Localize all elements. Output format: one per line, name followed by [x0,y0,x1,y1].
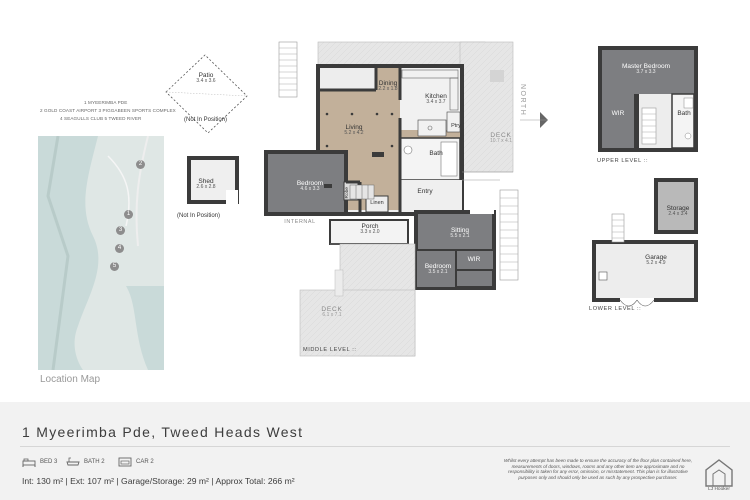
kitchen-name: Kitchen [425,93,447,100]
bedroom-mid-dim: 3.5 x 2.1 [428,269,448,276]
deck-lower-dim: 6.1 x 7.1 [322,312,342,319]
brand-name: LJ Hooker [708,487,730,492]
sitting-dim: 5.5 x 2.1 [450,233,470,240]
feature-car: CAR 2 [118,457,154,467]
label-wir-upper: WIR [611,110,625,117]
location-map-image [38,136,164,370]
shed [187,156,239,204]
upper-level-title: UPPER LEVEL :: [597,158,649,164]
deck-right-dim: 10.7 x 4.1 [490,138,512,145]
label-kitchen: Kitchen 3.4 x 3.7 [416,93,456,106]
map-pin-1[interactable]: 1 [124,210,133,219]
brand-logo-icon [705,459,733,487]
feature-bath: BATH 2 [66,457,105,467]
area-summary: Int: 130 m² | Ext: 107 m² | Garage/Stora… [22,476,295,486]
label-linen: Linen [370,200,384,206]
kitchen-dim: 3.4 x 3.7 [426,99,446,106]
upper-level-plan [598,46,698,152]
patio-dim: 3.4 x 3.6 [196,78,216,85]
label-deck-right: DECK 10.7 x 4.1 [486,132,516,145]
garage-name: Garage [645,254,667,261]
feature-car-label: CAR 2 [136,459,154,465]
location-map-title: Location Map [40,374,101,385]
label-porch: Porch 3.3 x 2.0 [352,223,388,236]
bath-icon [66,457,80,466]
bed-icon [22,458,36,467]
entry-zone [400,180,462,212]
label-bedroom-mid: Bedroom 3.5 x 2.1 [418,263,458,276]
label-wir-mid: WIR [467,256,481,263]
label-master: Master Bedroom 3.7 x 3.3 [616,63,676,76]
deck-right-name: DECK [490,132,512,139]
label-ptry: Ptry [451,123,461,129]
master-name: Master Bedroom [621,63,671,70]
north-arrow [520,112,548,128]
footer [0,402,750,500]
label-shed: Shed 2.6 x 2.8 [192,178,220,191]
feature-bath-label: BATH 2 [84,459,105,465]
garage-dim: 5.2 x 4.9 [646,260,666,267]
label-entry: Entry [417,188,433,195]
storage-name: Storage [666,205,690,212]
location-legend: 1 MYEERIMBA PDE 2 GOLD COAST AIRPORT 3 P… [40,100,190,121]
living-name: Living [345,124,363,131]
living-dim: 5.2 x 4.2 [344,130,364,137]
label-deck-lower: DECK 6.1 x 7.1 [316,306,348,319]
stair-right [462,171,519,281]
sitting-name: Sitting [450,227,470,234]
master-dim: 3.7 x 3.3 [636,69,656,76]
deck-lower [299,243,416,357]
dining-name: Dining [378,80,398,87]
legend-line-1: 1 MYEERIMBA PDE [84,100,128,105]
bedroom-left-name: Bedroom [296,180,324,187]
bedroom-left-dim: 4.6 x 3.3 [300,186,320,193]
label-internal: INTERNAL [284,219,316,225]
floor-plan [165,41,698,357]
sitting-bedroom-zone [414,210,496,290]
deck-lower-name: DECK [321,306,343,313]
middle-level-title: MIDDLE LEVEL :: [303,347,357,353]
porch-name: Porch [361,223,379,230]
label-garage: Garage 5.2 x 4.9 [636,254,676,267]
location-map[interactable]: 2 1 3 4 5 [38,136,164,370]
label-living: Living 5.2 x 4.2 [334,124,374,137]
storage-dim: 2.4 x 3.4 [668,211,688,218]
label-patio: Patio 3.4 x 3.6 [186,72,226,85]
patio [165,54,248,134]
map-pin-3[interactable]: 3 [116,226,125,235]
label-dining: Dining 2.2 x 1.8 [368,80,408,93]
disclaimer: Whilst every attempt has been made to en… [503,458,693,480]
feature-bed-label: BED 3 [40,459,58,465]
footer-divider [20,446,730,447]
shed-note: (Not In Position) [177,213,221,219]
label-sitting: Sitting 5.5 x 2.1 [440,227,480,240]
legend-line-3: 4 SEAGULLS CLUB 5 TWEED RIVER [60,116,142,121]
map-pin-2[interactable]: 2 [136,160,145,169]
label-storage: Storage 2.4 x 3.4 [660,205,696,218]
legend-line-2: 2 GOLD COAST AIRPORT 3 PIGGABEEN SPORTS … [40,108,176,113]
deck-right [317,41,514,173]
label-bath-mid: Bath [429,150,443,157]
shed-dim: 2.6 x 2.8 [196,184,216,191]
map-pin-4[interactable]: 4 [115,244,124,253]
patio-name: Patio [198,72,214,79]
car-icon [118,457,132,467]
living-zone [320,68,460,210]
label-bath-upper: Bath [677,110,691,117]
feature-bed: BED 3 [22,457,57,467]
porch-dim: 3.3 x 2.0 [360,229,380,236]
patio-note: (Not In Position) [184,117,228,123]
map-pin-5[interactable]: 5 [110,262,119,271]
porch-zone [329,219,409,245]
label-robe: Robe [345,187,351,199]
lower-level-title: LOWER LEVEL :: [589,306,642,312]
lower-level-plan [592,178,698,307]
property-address: 1 Myeerimba Pde, Tweed Heads West [22,424,304,440]
stair-top-left [278,41,298,98]
shed-name: Shed [198,178,214,185]
label-bedroom-left: Bedroom 4.6 x 3.3 [290,180,330,193]
dining-dim: 2.2 x 1.8 [378,86,398,93]
bedroom-mid-name: Bedroom [424,263,452,270]
north-label: NORTH [519,84,526,117]
